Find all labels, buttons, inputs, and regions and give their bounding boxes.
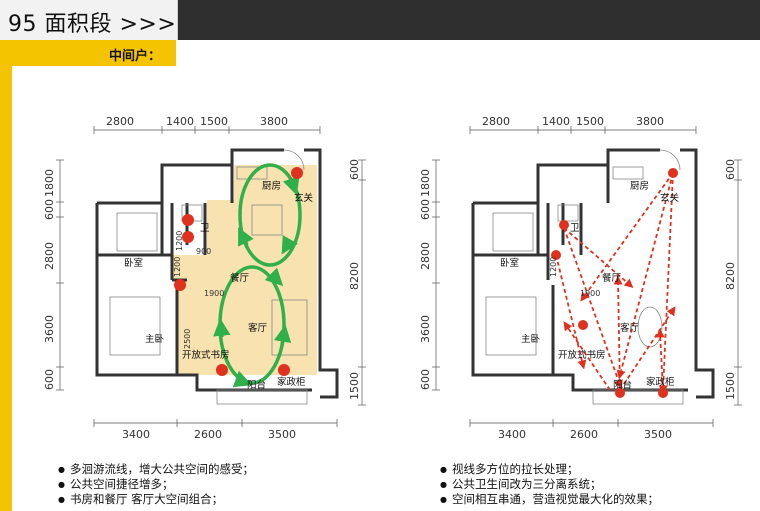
bullet-list-left: 多洄游流线，增大公共空间的感受； 公共空间捷径增多； 书房和餐厅 客厅大空间组合… <box>58 462 254 507</box>
dim-right-1: 8200 <box>348 262 361 290</box>
dim-top-1: 1400 <box>542 115 570 128</box>
left-accent-strip <box>0 40 12 511</box>
dim-top-0: 2800 <box>482 115 510 128</box>
dimension-lines <box>56 126 366 427</box>
bullet-item: 公共空间捷径增多； <box>58 477 254 492</box>
room-bedroom: 卧室 <box>500 257 519 269</box>
page-title: 95 面积段 >>> <box>8 12 177 37</box>
dim-bottom-0: 3400 <box>122 428 150 441</box>
inner-dim-1: 1200 <box>173 257 182 277</box>
room-bath: 卫 <box>200 223 210 234</box>
room-living: 客厅 <box>248 322 268 334</box>
floor-plan-circulation-svg: 2800 1400 1500 3800 3400 2600 3500 1800 … <box>43 115 366 441</box>
bullet-item: 视线多方位的拉长处理； <box>440 462 659 477</box>
dim-top-2: 1500 <box>200 115 228 128</box>
dim-bottom-2: 3500 <box>644 428 672 441</box>
dim-left-1: 600 <box>419 199 432 220</box>
bullet-item: 公共卫生间改为三分离系统； <box>440 477 659 492</box>
furniture <box>109 149 308 405</box>
room-dining: 餐厅 <box>230 272 250 284</box>
inner-dim-0: 900 <box>196 247 211 256</box>
room-master: 主卧 <box>521 333 541 345</box>
room-balcony: 阳台 <box>247 379 266 391</box>
dim-left-1: 600 <box>43 199 56 220</box>
dim-bottom-1: 2600 <box>194 428 222 441</box>
dim-left-0: 1800 <box>43 169 56 197</box>
room-balcony: 阳台 <box>613 379 632 391</box>
dim-bottom-1: 2600 <box>570 428 598 441</box>
dim-right-2: 1500 <box>724 372 737 400</box>
room-kitchen: 厨房 <box>630 180 649 192</box>
furniture <box>485 149 684 405</box>
title-box: 95 面积段 >>> <box>0 0 178 40</box>
dim-right-2: 1500 <box>348 372 361 400</box>
dim-top-0: 2800 <box>106 115 134 128</box>
inner-dim-0: 1200 <box>549 257 558 277</box>
bullet-item: 空间相互串通，营造视觉最大化的效果； <box>440 492 659 507</box>
inner-dim-2: 1900 <box>204 289 224 298</box>
dim-top-3: 3800 <box>636 115 664 128</box>
dim-top-2: 1500 <box>576 115 604 128</box>
dim-top-1: 1400 <box>166 115 194 128</box>
dimension-lines <box>432 126 742 427</box>
dim-bottom-0: 3400 <box>498 428 526 441</box>
subtitle-box: 中间户： <box>12 40 176 66</box>
room-cabinet: 家政柜 <box>646 376 675 388</box>
dim-right-0: 600 <box>348 159 361 180</box>
dim-left-0: 1800 <box>419 169 432 197</box>
floor-plan-sightlines: 2800 1400 1500 3800 3400 2600 3500 1800 … <box>398 105 748 450</box>
dim-bottom-2: 3500 <box>268 428 296 441</box>
room-dining: 餐厅 <box>602 272 622 284</box>
inner-dim-1: 1900 <box>580 289 600 298</box>
dim-right-0: 600 <box>724 159 737 180</box>
dim-left-2: 2800 <box>419 242 432 270</box>
walls <box>471 148 715 399</box>
room-living: 客厅 <box>620 322 640 334</box>
dim-right-1: 8200 <box>724 262 737 290</box>
dim-left-3: 3600 <box>43 315 56 343</box>
room-kitchen: 厨房 <box>262 180 281 192</box>
room-foyer: 玄关 <box>294 192 314 204</box>
floor-plan-circulation: 2800 1400 1500 3800 3400 2600 3500 1800 … <box>22 105 372 450</box>
dim-top-3: 3800 <box>260 115 288 128</box>
room-study: 开放式书房 <box>558 349 606 361</box>
room-bath: 卫 <box>570 223 580 234</box>
loop-upper <box>238 163 302 267</box>
position-markers <box>174 167 303 376</box>
bullet-item: 书房和餐厅 客厅大空间组合； <box>58 492 254 507</box>
room-master: 主卧 <box>145 333 165 345</box>
bullet-list-right: 视线多方位的拉长处理； 公共卫生间改为三分离系统； 空间相互串通，营造视觉最大化… <box>440 462 659 507</box>
room-cabinet: 家政柜 <box>277 376 306 388</box>
circulation-loops <box>213 163 302 388</box>
dim-left-4: 600 <box>419 369 432 390</box>
dim-left-4: 600 <box>43 369 56 390</box>
inner-dim-4: 1200 <box>175 231 184 251</box>
room-bedroom: 卧室 <box>124 257 143 269</box>
room-study: 开放式书房 <box>182 349 230 361</box>
dim-left-3: 3600 <box>419 315 432 343</box>
bullet-item: 多洄游流线，增大公共空间的感受； <box>58 462 254 477</box>
dim-left-2: 2800 <box>43 242 56 270</box>
floor-plan-sightlines-svg: 2800 1400 1500 3800 3400 2600 3500 1800 … <box>419 115 742 441</box>
inner-dim-3: 2500 <box>183 329 192 349</box>
section-subtitle: 中间户： <box>109 49 162 64</box>
view-point-markers <box>551 168 678 398</box>
room-foyer: 玄关 <box>660 192 680 204</box>
sight-lines <box>555 172 676 395</box>
